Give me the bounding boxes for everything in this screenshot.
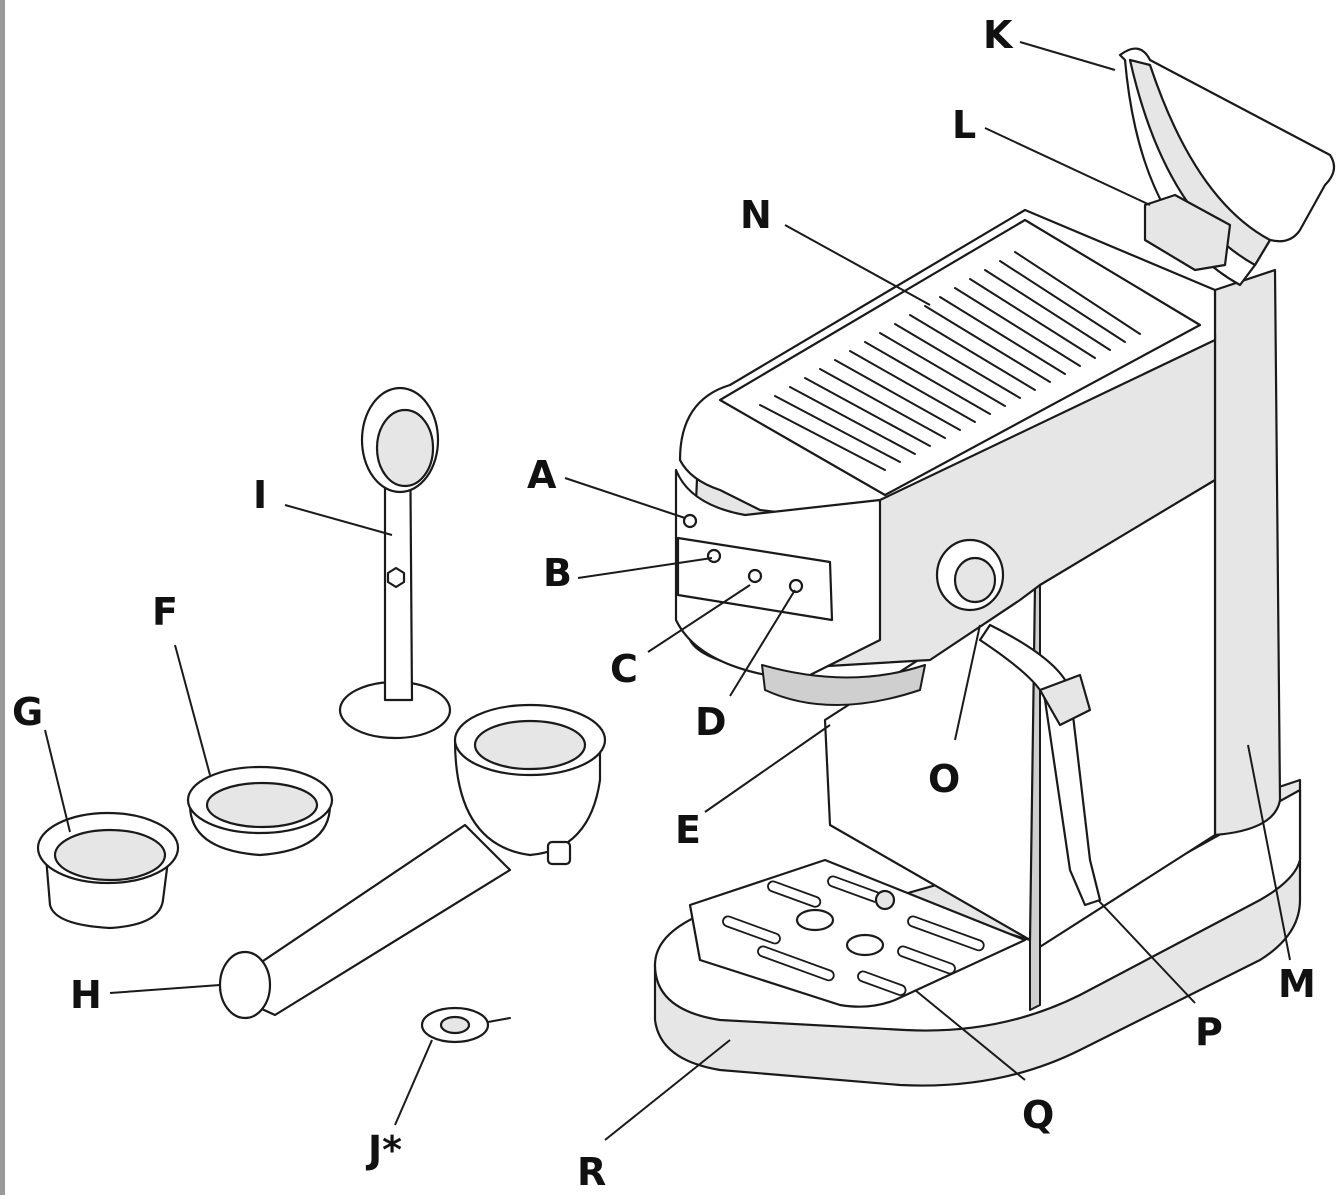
label-n: N	[740, 193, 772, 237]
label-f: F	[152, 590, 178, 634]
callout-labels: A B C D E F G H I J* K L M N O P Q R	[12, 13, 1316, 1194]
steam-knob[interactable]	[935, 538, 1005, 612]
cup-warming-tray	[718, 218, 1202, 497]
tamper	[338, 386, 452, 740]
label-j: J*	[365, 1128, 402, 1172]
lid-hinge	[1143, 193, 1232, 272]
label-m: M	[1278, 962, 1316, 1006]
label-a: A	[527, 453, 557, 497]
button-double-shot[interactable]	[747, 568, 763, 584]
label-e: E	[675, 808, 701, 852]
left-border	[0, 0, 5, 1195]
water-tank-housing	[1029, 268, 1282, 1011]
label-i: I	[253, 473, 267, 517]
button-single-shot[interactable]	[706, 548, 722, 564]
label-q: Q	[1022, 1093, 1054, 1137]
label-b: B	[543, 551, 572, 595]
label-g: G	[12, 690, 43, 734]
water-tank-lid[interactable]	[1118, 47, 1336, 287]
portafilter	[218, 703, 607, 1020]
power-button[interactable]	[682, 513, 698, 529]
label-c: C	[610, 647, 638, 691]
espresso-machine	[653, 47, 1336, 1087]
leader-lines	[44, 41, 1291, 1141]
label-l: L	[952, 103, 976, 147]
button-steam[interactable]	[788, 578, 804, 594]
filter-basket-double	[186, 765, 334, 857]
steam-wand	[978, 623, 1102, 907]
cleaning-disc	[420, 1006, 511, 1044]
filter-basket-single	[36, 811, 180, 930]
label-r: R	[577, 1150, 606, 1194]
label-p: P	[1195, 1010, 1223, 1054]
label-h: H	[70, 973, 102, 1017]
label-o: O	[928, 757, 960, 801]
drip-tray-grill	[688, 858, 1027, 1008]
grill-slots	[759, 251, 1141, 471]
label-k: K	[983, 13, 1014, 57]
label-d: D	[695, 700, 727, 744]
brew-head	[761, 664, 926, 706]
